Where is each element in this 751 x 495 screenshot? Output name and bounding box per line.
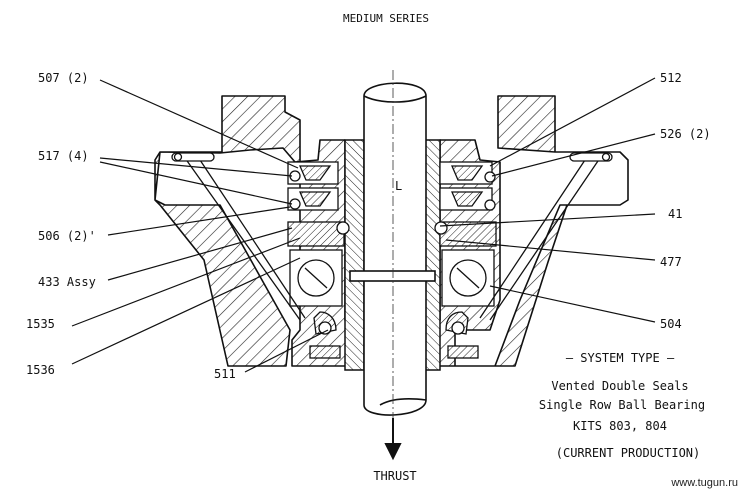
- thrust-arrow: [384, 418, 402, 461]
- label-1535: 1535: [26, 317, 55, 331]
- system-line-2: Single Row Ball Bearing: [539, 398, 705, 412]
- flange-orings: [171, 152, 613, 162]
- system-line-1: Vented Double Seals: [551, 379, 688, 393]
- left-sleeve: [344, 139, 365, 371]
- label-517: 517 (4): [38, 149, 89, 163]
- label-506: 506 (2)': [38, 229, 96, 243]
- label-477: 477: [660, 255, 682, 269]
- diagram-title: MEDIUM SERIES: [343, 12, 429, 25]
- system-production: (CURRENT PRODUCTION): [556, 446, 701, 460]
- label-511: 511: [214, 367, 236, 381]
- system-type-heading: — SYSTEM TYPE —: [566, 351, 675, 365]
- label-504: 504: [660, 317, 682, 331]
- label-507: 507 (2): [38, 71, 89, 85]
- leader-lines: [71, 77, 656, 373]
- thrust-label: THRUST: [373, 469, 416, 483]
- label-433: 433 Assy: [38, 275, 96, 289]
- label-526: 526 (2): [660, 127, 711, 141]
- left-seal-stack: [287, 161, 350, 359]
- label-512: 512: [660, 71, 682, 85]
- shaft-mark: L: [395, 179, 402, 193]
- label-1536: 1536: [26, 363, 55, 377]
- label-41: 41: [668, 207, 682, 221]
- system-kits: KITS 803, 804: [573, 419, 667, 433]
- shaft: [349, 82, 436, 416]
- watermark: www.tugun.ru: [670, 477, 738, 489]
